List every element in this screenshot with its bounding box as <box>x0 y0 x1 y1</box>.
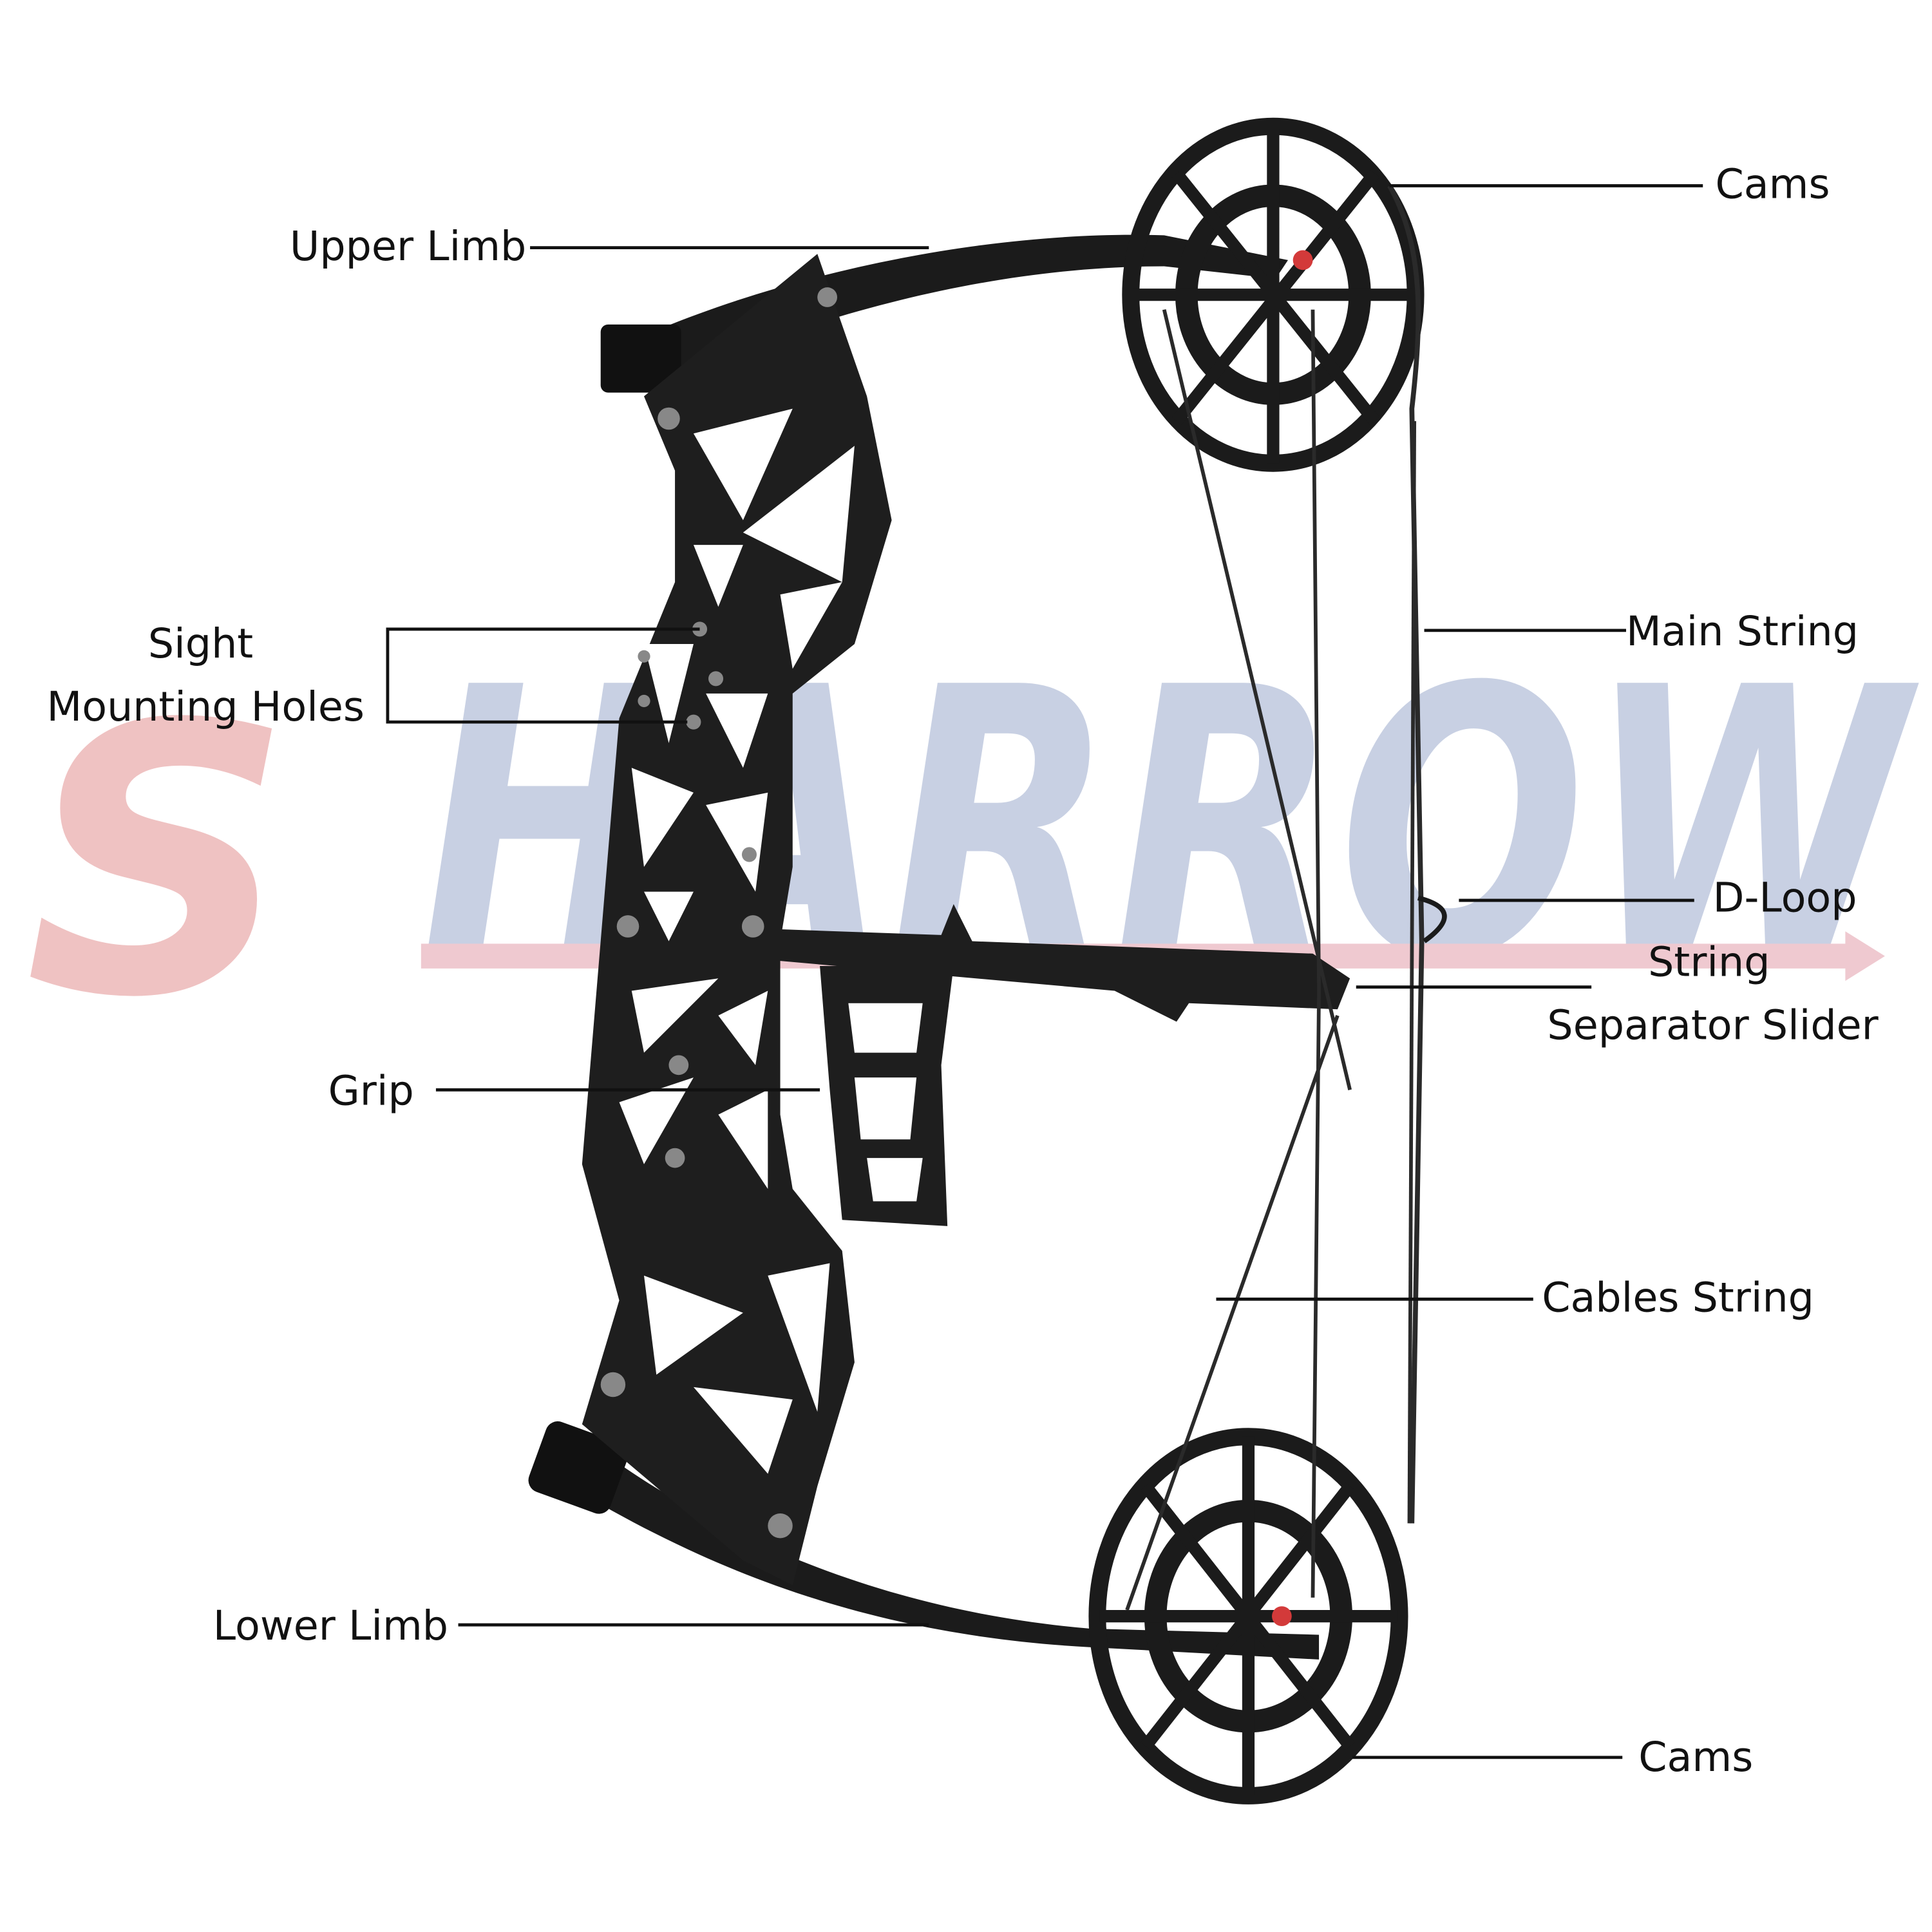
bracket-line <box>386 627 700 724</box>
bow-illustration <box>528 117 1447 1804</box>
top-cam <box>1122 117 1425 472</box>
rest-bar <box>768 904 1350 1022</box>
label-cams-bottom: Cams <box>1638 1733 1753 1781</box>
cables-string <box>1125 309 1352 1611</box>
main-string <box>1387 184 1425 1524</box>
label-upper-limb: Upper Limb <box>290 222 526 270</box>
label-separator-slider: Separator Slider <box>1547 1001 1879 1048</box>
label-lower-limb: Lower Limb <box>213 1602 448 1649</box>
label-cables-string: Cables String <box>1542 1274 1814 1321</box>
bottom-cam <box>1088 1428 1408 1804</box>
riser <box>582 254 892 1586</box>
label-grip: Grip <box>328 1066 414 1114</box>
label-main-string: Main String <box>1626 607 1859 655</box>
label-mounting-holes: Mounting Holes <box>47 683 365 730</box>
label-d-loop: D-Loop <box>1713 873 1857 921</box>
label-string: String <box>1648 938 1770 985</box>
riser-cutouts <box>619 408 855 1474</box>
watermark-s: S <box>24 646 292 1079</box>
d-loop <box>1417 895 1447 943</box>
label-sight: Sight <box>148 620 253 667</box>
callouts: Cams Upper Limb Sight Mounting Holes Mai… <box>47 160 1879 1781</box>
sight-mounting-holes <box>600 287 837 1539</box>
label-cams-top: Cams <box>1715 160 1830 208</box>
